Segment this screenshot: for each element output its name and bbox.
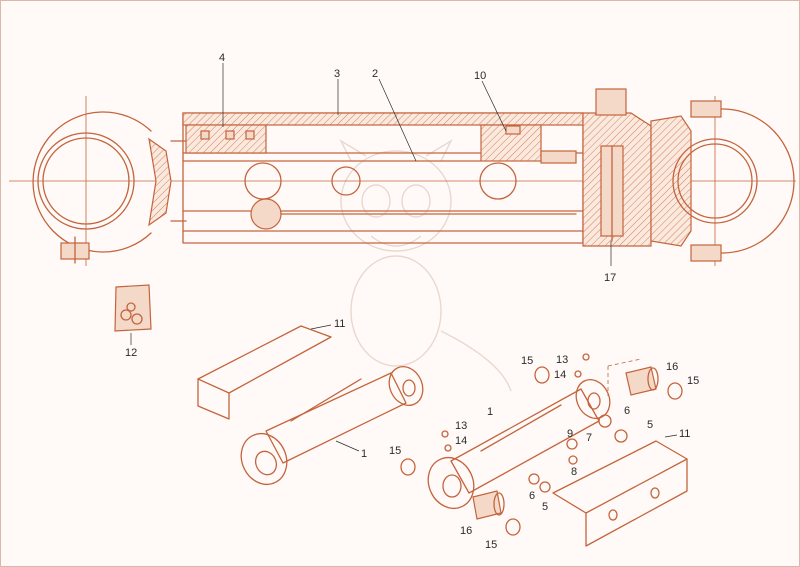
label-6a: 6	[624, 405, 630, 417]
label-15c: 15	[389, 445, 401, 457]
label-17: 17	[604, 272, 616, 284]
label-6b: 6	[529, 490, 535, 502]
label-11a: 11	[334, 318, 345, 330]
rod-eye-left	[32, 111, 187, 264]
leader-lines-top	[222, 63, 612, 266]
label-15b: 15	[687, 375, 699, 387]
exploded-cylinder-left	[197, 324, 424, 485]
label-15a: 15	[521, 355, 533, 367]
label-7: 7	[586, 432, 592, 444]
label-9: 9	[567, 428, 573, 440]
seal-kit-bag	[114, 284, 152, 345]
label-2: 2	[372, 68, 378, 80]
part-labels: 4 3 2 10 17 12 11 1 1 11 15 13 14 16 15 …	[125, 52, 699, 551]
cylinder-tube	[182, 112, 584, 244]
label-8: 8	[571, 466, 577, 478]
rod-eye-right	[672, 100, 795, 262]
label-1b: 1	[487, 406, 493, 418]
label-15d: 15	[485, 539, 497, 551]
label-10: 10	[474, 70, 486, 82]
label-12: 12	[125, 347, 137, 359]
label-16a: 16	[666, 361, 678, 373]
label-5b: 5	[542, 501, 548, 513]
label-11b: 11	[679, 428, 690, 440]
label-4: 4	[219, 52, 225, 64]
cylinder-head-right	[582, 88, 692, 247]
label-3: 3	[334, 68, 340, 80]
label-14a: 14	[554, 369, 566, 381]
label-13b: 13	[455, 420, 467, 432]
label-13a: 13	[556, 354, 568, 366]
label-14b: 14	[455, 435, 467, 447]
exploded-cylinder-right	[400, 353, 688, 547]
label-5a: 5	[647, 419, 653, 431]
label-1a: 1	[361, 448, 367, 460]
sectional-cylinder-view	[9, 88, 796, 266]
label-16b: 16	[460, 525, 472, 537]
watermark-mascot	[339, 139, 512, 392]
